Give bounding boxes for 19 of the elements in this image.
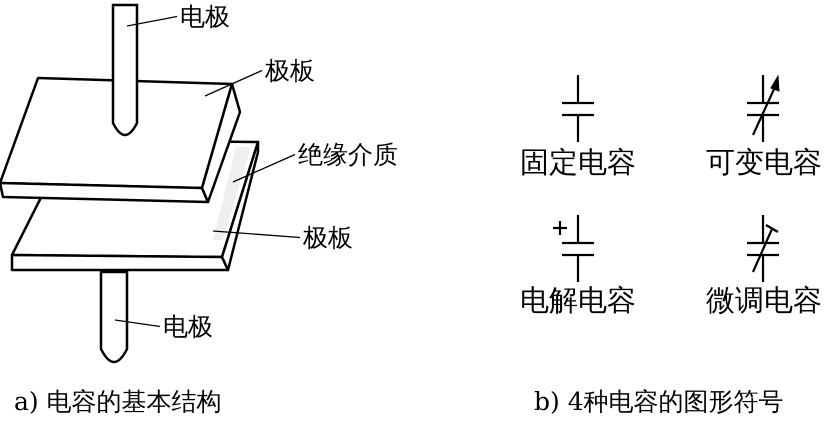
symbol-label: 微调电容 (706, 286, 822, 315)
caption: b) 4种电容的图形符号 (534, 389, 784, 414)
symbol-label: 固定电容 (520, 148, 636, 177)
part-label: 电极 (180, 4, 230, 29)
electrode-rod (112, 4, 138, 136)
capacitor-plate (0, 76, 242, 204)
symbol-label: 可变电容 (706, 148, 822, 177)
part-label: 电极 (163, 314, 213, 339)
caption: a) 电容的基本结构 (14, 389, 222, 414)
leader-line (114, 319, 160, 328)
leader-line (126, 16, 178, 27)
part-label: 极板 (303, 225, 353, 250)
leader-line (232, 154, 296, 183)
symbol-label: 电解电容 (520, 286, 636, 315)
leader-line (212, 230, 300, 238)
electrode-rod (100, 270, 128, 364)
part-label: 绝缘介质 (298, 142, 398, 167)
part-label: 极板 (265, 58, 315, 83)
leader-line (204, 70, 262, 97)
